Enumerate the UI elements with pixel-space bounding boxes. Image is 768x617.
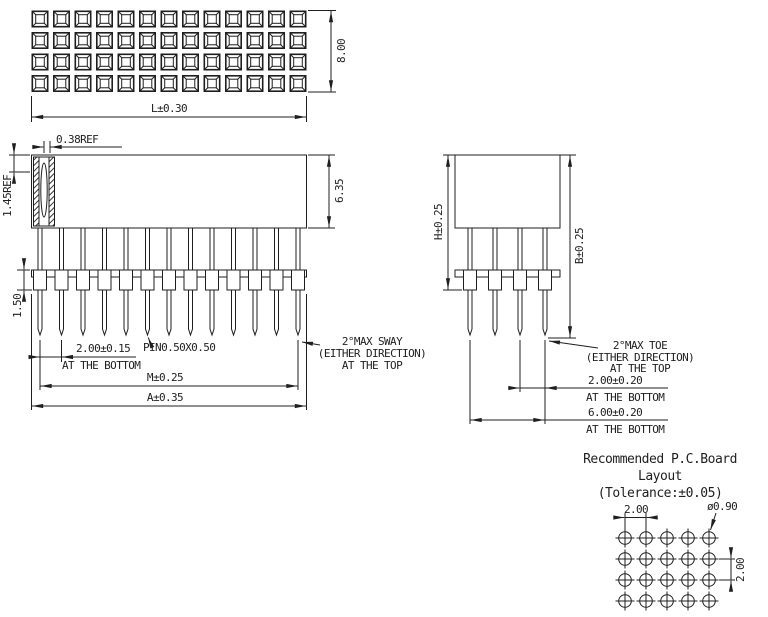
dim-top-height-label: 8.00 xyxy=(335,39,348,63)
dim-pcb-pitch-x-label: 2.00 xyxy=(624,503,648,516)
side-view: H±0.25 B±0.25 2°MAX TOE (EITHER DIRECTIO… xyxy=(432,154,695,436)
socket-column xyxy=(75,11,90,91)
pcb-hole-row xyxy=(616,550,719,569)
hole-dia-label: ø0.90 xyxy=(707,500,737,513)
dim-contact-label: 1.45REF xyxy=(1,175,14,217)
socket-column xyxy=(290,11,305,91)
side-pins xyxy=(467,227,548,336)
pin-size-label: PIN0.50X0.50 xyxy=(143,341,215,354)
dim-spacer-height: 1.50 xyxy=(11,258,32,318)
socket-column xyxy=(226,11,241,91)
pin-collar xyxy=(291,269,305,291)
dim-top-width-label: L±0.30 xyxy=(151,102,187,115)
dim-top-height: 8.00 xyxy=(308,10,348,93)
toe-line2: (EITHER DIRECTION) xyxy=(586,351,694,364)
sway-note: 2°MAX SWAY (EITHER DIRECTION) AT THE TOP xyxy=(301,335,427,372)
pin-collar xyxy=(183,269,198,291)
pin-collar xyxy=(54,269,69,291)
dim-body-label: 6.35 xyxy=(333,179,346,203)
dim-m-label: M±0.25 xyxy=(147,371,183,384)
dim-a-label: A±0.35 xyxy=(147,391,183,404)
dim-spacer-label: 1.50 xyxy=(11,294,24,318)
pin-collar xyxy=(463,269,477,291)
dim-b: B±0.25 xyxy=(548,154,586,339)
top-view: 8.00 L±0.30 xyxy=(31,10,348,122)
dim-h: H±0.25 xyxy=(432,154,462,291)
pin-collar xyxy=(488,269,502,291)
pcb-holes xyxy=(616,529,719,611)
pcb-title-line2: Layout xyxy=(638,469,682,484)
socket-column xyxy=(204,11,219,91)
dim-m: M±0.25 xyxy=(40,340,299,390)
sway-line1: 2°MAX SWAY xyxy=(342,335,403,348)
pcb-hole-row xyxy=(616,592,719,611)
dim-side-pitch-note: AT THE BOTTOM xyxy=(586,391,665,404)
socket-column xyxy=(97,11,112,91)
pcb-hole-row xyxy=(616,571,719,590)
front-end-section xyxy=(33,156,55,227)
socket-column xyxy=(118,11,133,91)
socket-column xyxy=(140,11,155,91)
dim-side-span: 6.00±0.20 AT THE BOTTOM xyxy=(469,340,668,436)
pin-collar xyxy=(226,269,241,291)
dim-top-width: L±0.30 xyxy=(31,96,307,122)
contact-spring xyxy=(40,162,48,218)
side-spacer-strip xyxy=(454,269,561,278)
socket-column xyxy=(161,11,176,91)
pin-collar xyxy=(269,269,284,291)
pin-size-callout: PIN0.50X0.50 xyxy=(143,337,216,354)
dim-b-label: B±0.25 xyxy=(573,228,586,264)
dim-side-pitch-label: 2.00±0.20 xyxy=(588,374,642,387)
dim-pcb-pitch-y: 2.00 xyxy=(719,547,747,592)
dim-a: A±0.35 xyxy=(31,294,307,410)
socket-column xyxy=(183,11,198,91)
pin-collar xyxy=(119,269,133,291)
pin-collar xyxy=(33,269,47,291)
dim-h-label: H±0.25 xyxy=(432,204,445,240)
socket-column xyxy=(54,11,69,91)
pcb-title: Recommended P.C.Board Layout (Tolerance:… xyxy=(583,452,737,501)
dim-body-height: 6.35 xyxy=(308,154,346,229)
sway-line2: (EITHER DIRECTION) xyxy=(318,347,426,360)
socket-column xyxy=(32,11,47,91)
toe-note: 2°MAX TOE (EITHER DIRECTION) AT THE TOP xyxy=(548,339,695,375)
dim-slot-label: 0.38REF xyxy=(56,133,98,146)
pcb-title-line3: (Tolerance:±0.05) xyxy=(598,486,723,501)
dim-side-span-note: AT THE BOTTOM xyxy=(586,423,665,436)
pin-collar xyxy=(513,269,527,291)
hole-dia-callout: ø0.90 xyxy=(707,500,738,531)
dim-pin-pitch-label: 2.00±0.15 xyxy=(76,342,130,355)
toe-line1: 2°MAX TOE xyxy=(613,339,667,352)
pcb-layout: Recommended P.C.Board Layout (Tolerance:… xyxy=(583,452,747,611)
front-view: 0.38REF 1.45REF 1.50 6.35 xyxy=(1,133,427,410)
socket-column xyxy=(269,11,284,91)
dim-contact-depth: 1.45REF xyxy=(1,143,30,217)
pcb-title-line1: Recommended P.C.Board xyxy=(583,452,737,467)
pin-collar xyxy=(205,269,219,291)
pin-collar xyxy=(76,269,90,291)
pin-collar xyxy=(140,269,155,291)
toe-line3: AT THE TOP xyxy=(610,362,671,375)
dim-slot-width: 0.38REF xyxy=(32,133,122,153)
dim-pcb-pitch-x: 2.00 xyxy=(613,503,658,529)
dim-side-pitch: 2.00±0.20 AT THE BOTTOM xyxy=(508,340,668,404)
pcb-hole-row xyxy=(616,529,719,548)
dim-pin-pitch-note: AT THE BOTTOM xyxy=(62,359,141,372)
dim-pin-pitch: 2.00±0.15 AT THE BOTTOM xyxy=(28,340,142,390)
front-body xyxy=(31,154,307,229)
dim-pcb-pitch-y-label: 2.00 xyxy=(734,558,747,582)
socket-grid xyxy=(32,11,305,91)
pin-collar xyxy=(97,269,112,291)
sway-line3: AT THE TOP xyxy=(342,359,403,372)
pin-collar xyxy=(248,269,262,291)
socket-column xyxy=(247,11,262,91)
pin-collar xyxy=(162,269,176,291)
side-body xyxy=(454,154,561,229)
dim-side-span-label: 6.00±0.20 xyxy=(588,406,642,419)
pin-collar xyxy=(538,269,552,291)
